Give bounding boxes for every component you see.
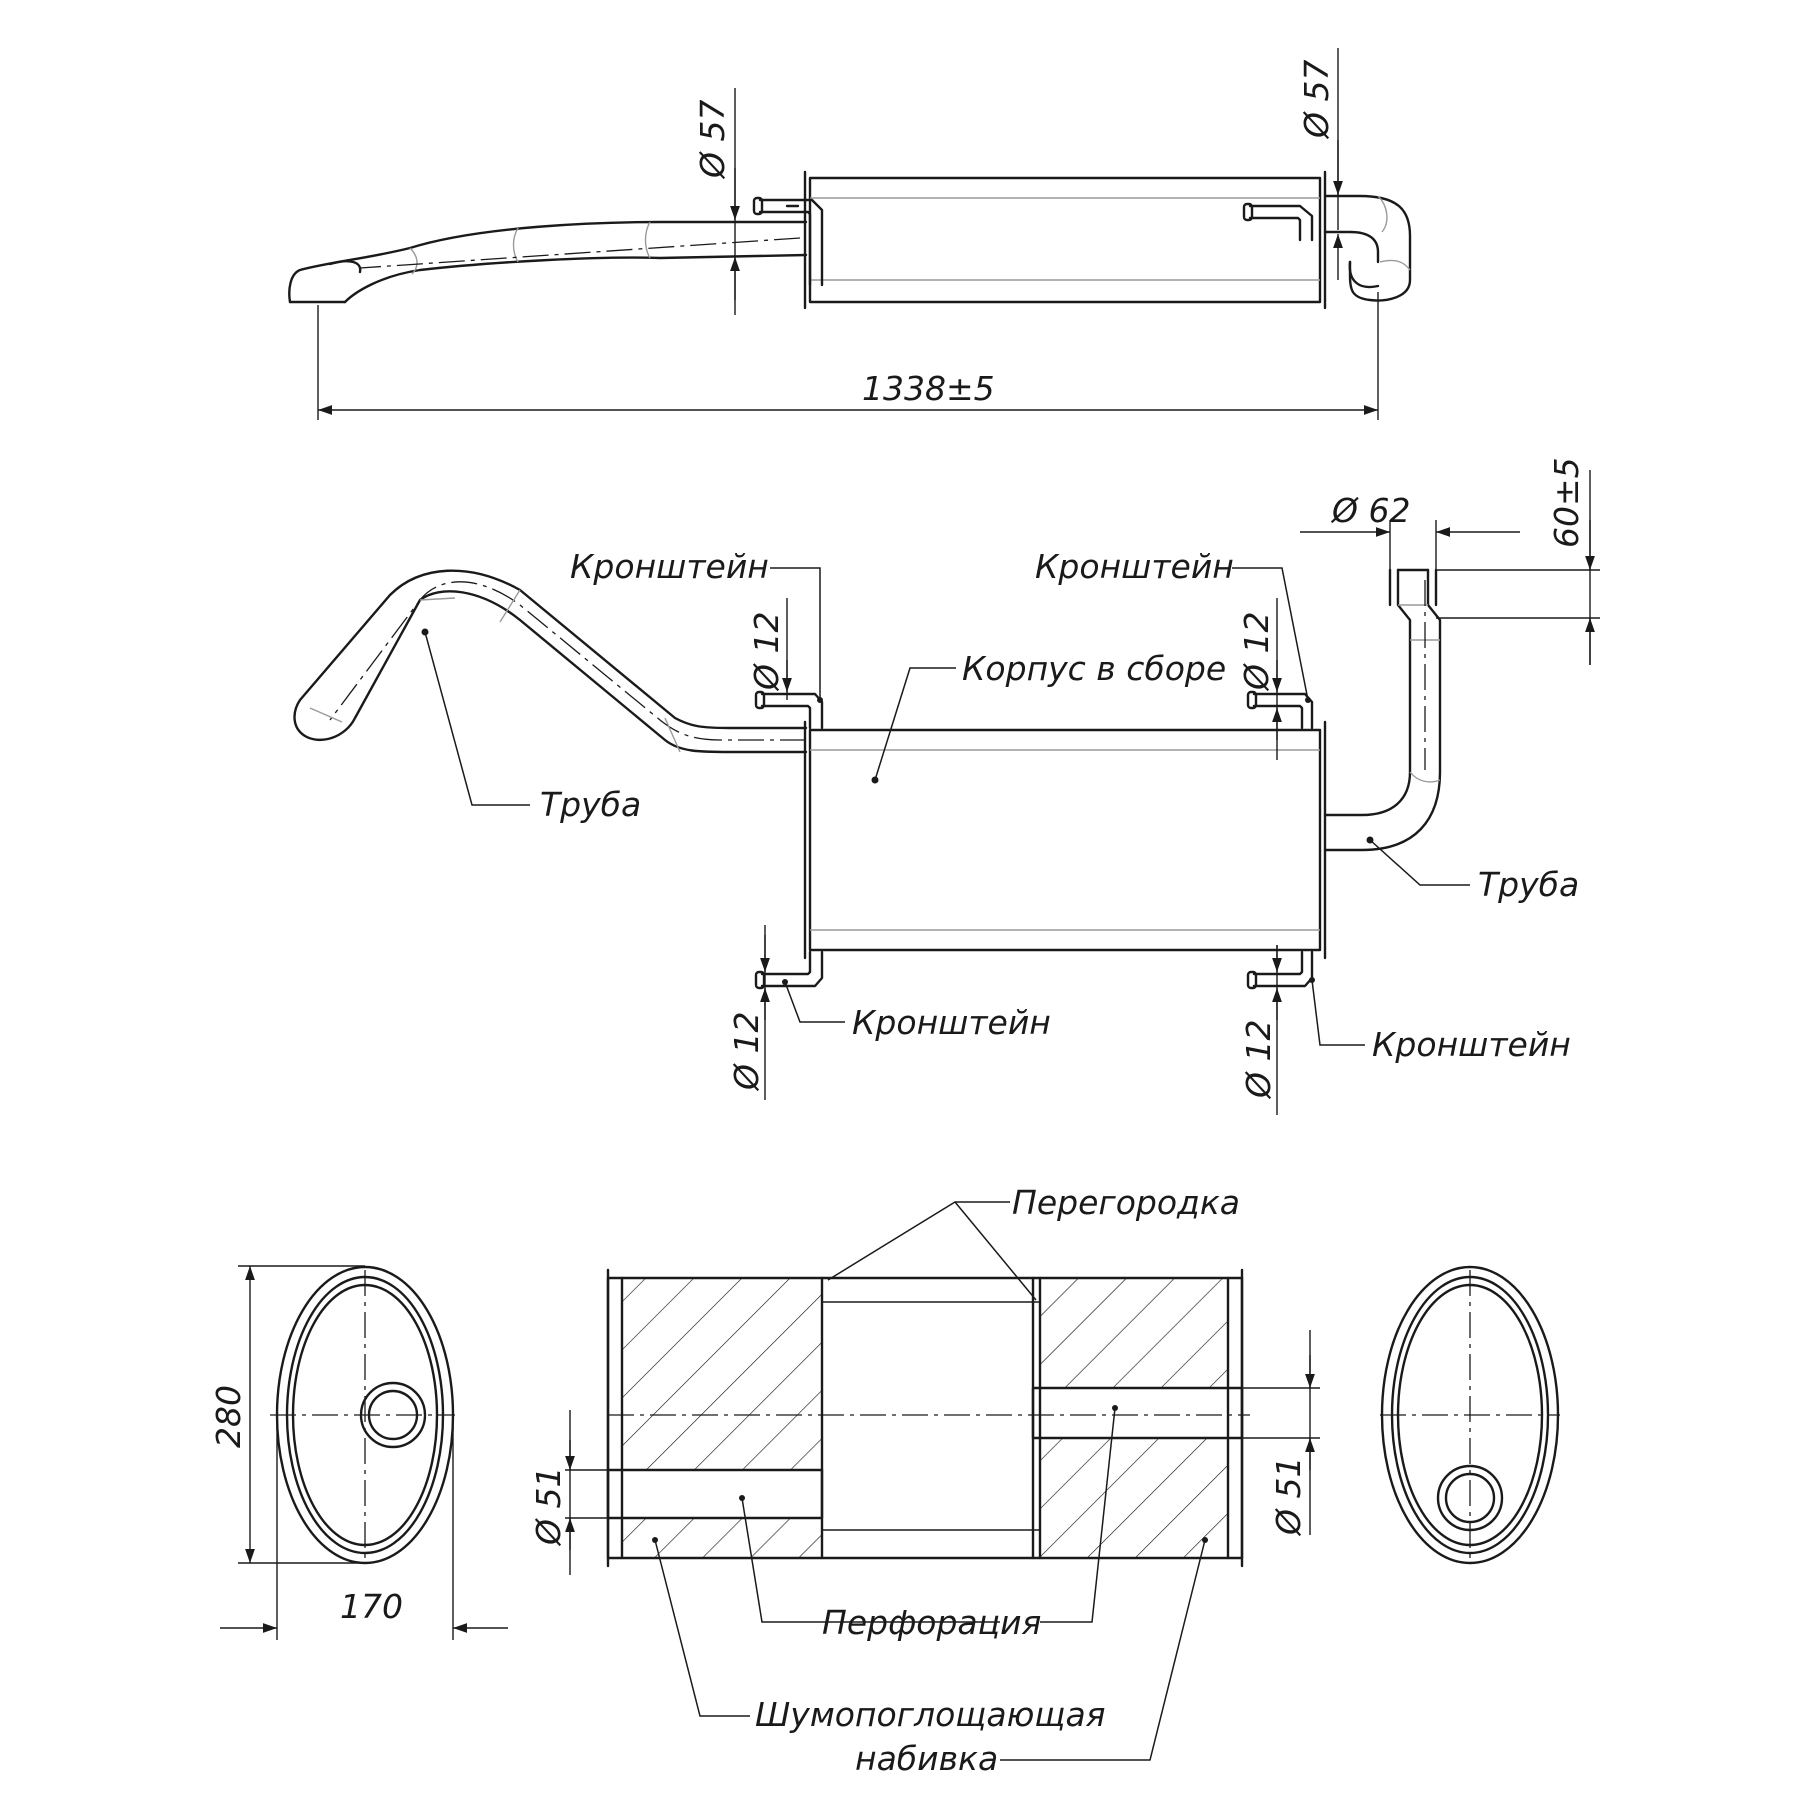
middle-view: Ø 62 60±5 Ø 12 Ø 12 Ø 12 Ø 12 Кронштейн … [293,457,1600,1115]
label-packing-line2: набивка [855,1739,998,1778]
top-bracket-right [1248,204,1314,242]
middle-bracket-bottom-left [760,950,824,988]
perforated-pipe-right [1031,1386,1244,1440]
top-inlet-pipe [288,220,808,304]
packing-right [1040,1278,1228,1388]
middle-bracket-top-right [1252,692,1314,730]
label-perforation: Перфорация [822,1603,1041,1642]
middle-bracket-bottom-right [1252,950,1314,988]
top-dim-outlet: Ø 57 [1297,60,1336,140]
label-body-assembly: Корпус в сборе [962,649,1226,688]
middle-dim-bracket-top-right: Ø 12 [1237,612,1276,692]
packing-left [622,1278,822,1470]
section-dim-pipe-left: Ø 51 [529,1467,568,1547]
middle-left-pipe [293,569,808,754]
label-bracket-top-right: Кронштейн [1035,547,1234,586]
end-dim-height: 280 [209,1385,248,1448]
label-bracket-bottom-right: Кронштейн [1372,1025,1571,1064]
middle-dim-bracket-top-left: Ø 12 [747,612,786,692]
end-dim-width: 170 [340,1587,403,1626]
middle-bracket-top-left [760,692,824,730]
middle-dim-bracket-bottom-left: Ø 12 [727,1012,766,1092]
bottom-views: 280 170 [209,1183,1560,1778]
label-pipe-right: Труба [1478,865,1579,904]
label-bracket-top-left: Кронштейн [570,547,769,586]
label-pipe-left: Труба [540,785,641,824]
top-dim-length: 1338±5 [862,369,995,408]
middle-dim-outlet-diameter: Ø 62 [1330,491,1410,530]
label-bracket-bottom-left: Кронштейн [852,1003,1051,1042]
section-dim-pipe-right: Ø 51 [1269,1457,1308,1537]
middle-dim-bracket-bottom-right: Ø 12 [1239,1020,1278,1100]
top-bracket-left [758,198,824,287]
perforated-pipe-left [606,1468,824,1520]
top-view: Ø 57 Ø 57 1338±5 [288,48,1412,420]
middle-right-pipe [1323,568,1412,817]
section-view: Ø 51 Ø 51 Перегородка Перфорация Шумопог… [529,1183,1320,1778]
middle-muffler-body [808,728,1322,952]
top-outlet-pipe [1323,194,1412,302]
end-view-outlet [1380,1265,1560,1565]
top-muffler-body [808,176,1322,304]
label-packing-line1: Шумопоглощающая [755,1695,1106,1734]
middle-dim-outlet-length: 60±5 [1547,457,1586,548]
label-baffle: Перегородка [1012,1183,1240,1222]
top-dim-inlet: Ø 57 [693,100,732,180]
end-view-inlet: 280 170 [209,1265,508,1640]
